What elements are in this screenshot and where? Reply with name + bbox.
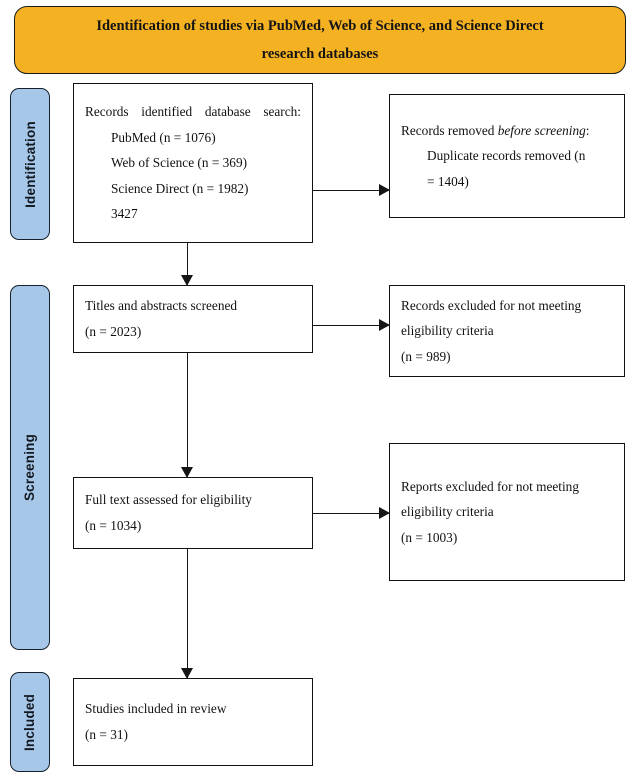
node-studies-included: Studies included in review (n = 31) <box>73 678 313 766</box>
arrow-right-icon <box>379 318 390 331</box>
stage-label-screening: Screening <box>10 285 50 650</box>
edge-line <box>313 189 389 192</box>
records-excluded-line1: Records excluded for not meeting <box>401 297 582 313</box>
edge-line <box>186 353 189 477</box>
records-identified-pubmed: PubMed (n = 1076) <box>111 129 216 145</box>
edge-fulltext-assessed-to-reports-excluded <box>313 506 390 519</box>
edge-line <box>186 549 189 678</box>
edge-records-identified-to-records-removed <box>313 183 390 196</box>
fulltext-assessed-line1: Full text assessed for eligibility <box>85 492 252 508</box>
edge-line <box>313 324 389 327</box>
node-records-identified: Records identified database search: PubM… <box>73 83 313 243</box>
edge-fulltext-assessed-to-studies-included <box>180 549 193 679</box>
records-removed-heading: Records removed before screening: <box>401 118 613 144</box>
records-removed-heading-post: : <box>585 122 590 138</box>
edge-titles-screened-to-records-excluded <box>313 318 390 331</box>
records-identified-web-of-science: Web of Science (n = 369) <box>111 155 248 171</box>
records-removed-duplicates-line1: Duplicate records removed (n <box>427 148 586 164</box>
studies-included-count: (n = 31) <box>85 727 128 742</box>
stage-label-identification: Identification <box>10 88 50 240</box>
stage-label-screening-text: Screening <box>22 433 38 502</box>
fulltext-assessed-count: (n = 1034) <box>85 518 142 533</box>
edge-line <box>313 512 389 515</box>
arrow-right-icon <box>379 183 390 196</box>
reports-excluded-line1: Reports excluded for not meeting <box>401 478 579 494</box>
header-line-2: research databases <box>261 46 379 62</box>
edge-titles-screened-to-fulltext-assessed <box>180 353 193 478</box>
studies-included-line1: Studies included in review <box>85 701 227 717</box>
edge-line <box>186 243 189 285</box>
arrow-down-icon <box>180 467 193 478</box>
reports-excluded-count: (n = 1003) <box>401 529 458 545</box>
records-removed-heading-italic: before screening <box>497 122 586 138</box>
arrow-down-icon <box>180 275 193 286</box>
header-line-1: Identification of studies via PubMed, We… <box>96 17 544 34</box>
records-removed-duplicates-line2: = 1404) <box>427 173 469 189</box>
records-identified-total: 3427 <box>111 206 138 222</box>
records-excluded-count: (n = 989) <box>401 348 451 364</box>
node-records-removed: Records removed before screening: Duplic… <box>389 94 625 218</box>
node-records-excluded: Records excluded for not meeting eligibi… <box>389 285 625 377</box>
node-reports-excluded: Reports excluded for not meeting eligibi… <box>389 443 625 581</box>
edge-records-identified-to-titles-screened <box>180 243 193 286</box>
arrow-right-icon <box>379 506 390 519</box>
records-removed-heading-pre: Records removed <box>401 122 498 138</box>
records-identified-science-direct: Science Direct (n = 1982) <box>111 180 249 196</box>
stage-label-included-text: Included <box>22 693 38 751</box>
titles-screened-line1: Titles and abstracts screened <box>85 298 238 314</box>
records-excluded-line2: eligibility criteria <box>401 323 494 339</box>
diagram-header-banner: Identification of studies via PubMed, We… <box>14 6 626 74</box>
arrow-down-icon <box>180 668 193 679</box>
stage-label-identification-text: Identification <box>22 120 38 208</box>
titles-screened-count: (n = 2023) <box>85 324 142 339</box>
reports-excluded-line2: eligibility criteria <box>401 504 494 520</box>
node-fulltext-assessed: Full text assessed for eligibility (n = … <box>73 477 313 549</box>
records-identified-heading: Records identified database search: <box>85 103 301 119</box>
stage-label-included: Included <box>10 672 50 772</box>
node-titles-screened: Titles and abstracts screened (n = 2023) <box>73 285 313 353</box>
